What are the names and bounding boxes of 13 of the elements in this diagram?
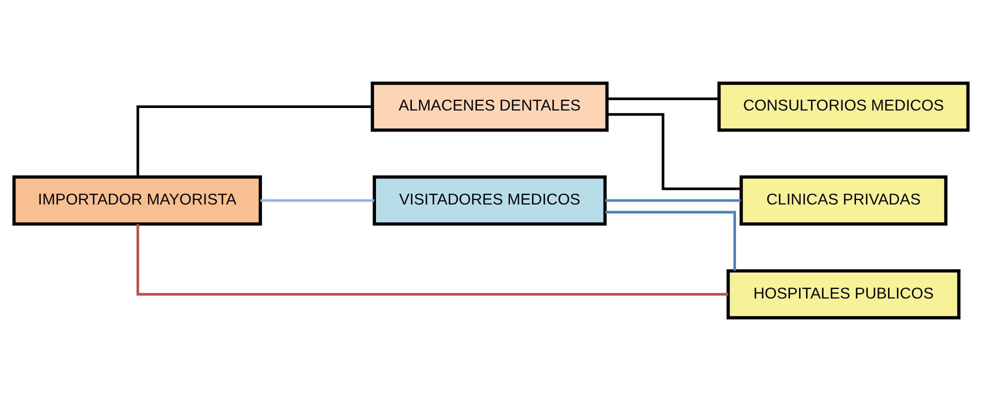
connector	[136, 105, 372, 177]
node-box: IMPORTADOR MAYORISTA	[12, 175, 262, 226]
node-box: CLINICAS PRIVADAS	[740, 175, 948, 226]
connector	[605, 199, 741, 202]
node-box: VISITADORES MEDICOS	[372, 175, 607, 226]
connector	[607, 98, 719, 100]
connector	[136, 224, 728, 296]
node-box: HOSPITALES PUBLICOS	[726, 269, 960, 320]
connector	[607, 113, 742, 190]
node-box: CONSULTORIOS MEDICOS	[717, 82, 970, 132]
connector	[260, 199, 374, 202]
node-box: ALMACENES DENTALES	[370, 82, 609, 132]
connector	[605, 210, 736, 271]
